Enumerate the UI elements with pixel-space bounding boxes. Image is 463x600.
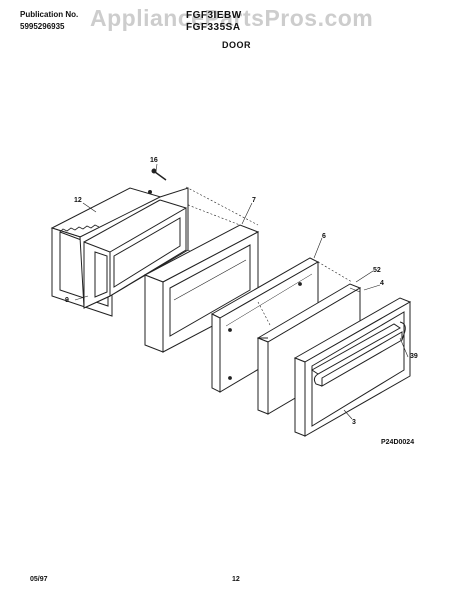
- publication-label: Publication No.: [20, 10, 79, 19]
- part-16-screw: [151, 168, 167, 181]
- footer-date: 05/97: [30, 576, 48, 583]
- callout-16: 16: [150, 157, 158, 164]
- section-title: DOOR: [222, 40, 251, 50]
- callout-3: 3: [352, 419, 356, 426]
- callout-7: 7: [252, 197, 256, 204]
- publication-number: 5995296935: [20, 22, 65, 31]
- callout-9: 9: [65, 297, 69, 304]
- callout-6: 6: [322, 233, 326, 240]
- model-number-1: FGF3IEBW: [186, 10, 242, 21]
- model-number-2: FGF335SA: [186, 22, 241, 33]
- watermark: AppliancePartsPros.com: [90, 5, 374, 31]
- callout-39: 39: [410, 353, 418, 360]
- part-39-handle: [311, 321, 406, 387]
- footer-page-number: 12: [232, 576, 240, 583]
- alignment-lines-2: [257, 261, 353, 326]
- callout-12: 12: [74, 197, 82, 204]
- leader-lines: [74, 163, 409, 420]
- diagram-code: P24D0024: [381, 439, 415, 446]
- part-7-door-frame: [143, 224, 260, 353]
- callout-52: 52: [373, 267, 381, 274]
- callout-4: 4: [380, 280, 384, 287]
